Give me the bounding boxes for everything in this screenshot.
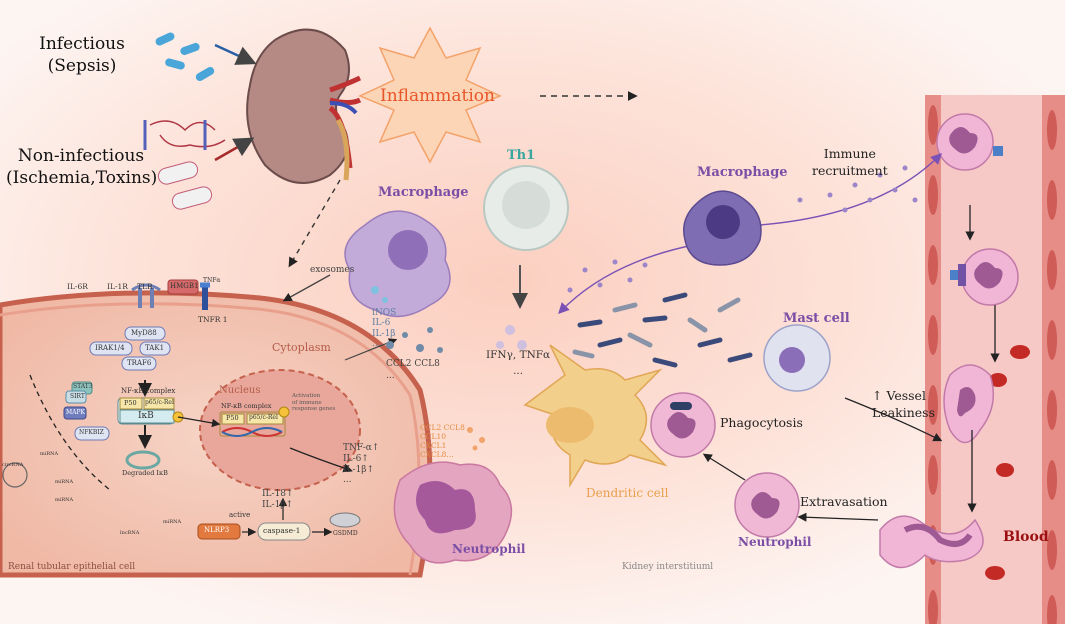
bacteria-rods — [572, 292, 753, 368]
neutrophil-right-label: Neutrophil — [738, 535, 812, 549]
epithelial-cell-label: Renal tubular epithelial cell — [8, 562, 136, 572]
phagocytosis-label: Phagocytosis — [720, 415, 803, 430]
p65-label: p65/c-Rel — [145, 399, 174, 406]
nlrp3-label: NLRP3 — [204, 526, 230, 534]
mirna-c-label: miRNA — [55, 479, 74, 485]
nuc-nfkb-complex-label: NF-κB complex — [221, 402, 272, 410]
receptor-il1r-label: IL-1R — [107, 282, 128, 291]
mapk-label: MAPK — [66, 409, 85, 416]
th1-label: Th1 — [507, 148, 536, 163]
immune-recruitment-label: Immune recruitment — [812, 146, 888, 178]
dendritic-cell-label: Dendritic cell — [586, 486, 669, 500]
tnfr1-label: TNFR 1 — [198, 315, 228, 324]
nlrp3-box — [197, 523, 241, 540]
caspase-box — [257, 522, 311, 541]
mirna-label: miRNA — [163, 519, 182, 525]
myd88-box — [124, 326, 166, 341]
stat3-label: STAT3 — [73, 383, 93, 390]
nuc-p50-label: P50 — [226, 414, 239, 422]
vessel-network-icon — [143, 120, 226, 150]
bacteria-icon — [155, 32, 215, 81]
gsdmd-label: GSDMD — [333, 530, 358, 537]
nfkbiz-box — [74, 426, 110, 441]
traf6-label: TRAF6 — [127, 359, 152, 367]
active-label: active — [229, 511, 251, 519]
ccl-label: CCL2 CCL8 ... — [386, 359, 440, 381]
mirna-d-label: miRNA — [55, 497, 74, 503]
receptor-tlr — [131, 283, 161, 308]
nuc-p65-label: p65/c-Rel — [249, 414, 278, 421]
cytokine-dots — [371, 165, 918, 451]
hmgb1-label: HMGB1 — [170, 282, 199, 290]
hmgb1-box — [167, 279, 199, 295]
tak1-label: TAK1 — [145, 344, 165, 352]
nucleus-label: Nucleus — [219, 385, 261, 396]
p50-label: P50 — [124, 399, 137, 407]
kidney — [246, 28, 362, 184]
extravasation-label: Extravasation — [800, 494, 888, 509]
blood-label: Blood — [1003, 529, 1049, 545]
macrophage-secretion: iNOS IL-6 IL-1β ... — [372, 308, 397, 350]
sirt-box — [65, 390, 87, 404]
irak-box — [89, 341, 133, 356]
infectious-label: Infectious (Sepsis) — [39, 34, 125, 76]
inflammation-burst — [358, 26, 502, 164]
blood-vessel — [879, 95, 1065, 624]
traf6-box — [121, 356, 157, 371]
receptor-tnfr1 — [200, 282, 210, 310]
tak1-box — [139, 341, 171, 356]
pills-icon — [157, 161, 213, 210]
cytoplasm-label: Cytoplasm — [272, 341, 331, 354]
dendritic-chemokines: CCL2 CCL8 CCL10 CXCL1 CXCL8... — [420, 423, 465, 459]
mirna-b-label: miRNA — [40, 451, 59, 457]
nfkbiz-label: NFKBIZ — [79, 429, 104, 436]
macrophage-left-label: Macrophage — [378, 185, 469, 200]
ikb-label: IκB — [138, 411, 154, 421]
activation-label: Activation of immune response genes — [292, 393, 336, 413]
receptor-tlr-label: TLR — [137, 282, 153, 291]
noninfectious-label: Non-infectious (Ischemia,Toxins) — [6, 146, 158, 188]
exosomes-label: exosomes — [310, 265, 355, 275]
macrophage-right-label: Macrophage — [697, 165, 788, 180]
gsdmd-icon — [329, 512, 361, 528]
degraded-ikb-label: Degraded IκB — [122, 469, 168, 477]
inflammation-label: Inflammation — [380, 86, 495, 106]
receptor-il6r-label: IL-6R — [67, 282, 88, 291]
interstitium-label: Kidney interstitiuml — [622, 562, 714, 572]
circrna-label: circRNA — [2, 462, 24, 468]
irak-label: IRAK1/4 — [95, 344, 125, 352]
mapk-box — [63, 406, 87, 420]
myd88-label: MyD88 — [131, 329, 157, 337]
vessel-leakiness-label: ↑ Vessel Leakiness — [872, 388, 936, 420]
degraded-ikb-icon — [125, 450, 161, 470]
caspase-label: caspase-1 — [263, 526, 301, 535]
dendritic-cell — [523, 344, 668, 488]
mast-cell-label: Mast cell — [783, 311, 850, 326]
nfkb-complex-label: NF-κB complex — [121, 387, 176, 395]
th1-secretion: IFNγ, TNFα ... — [486, 349, 551, 377]
sirt-label: SIRT — [70, 393, 85, 400]
il18-label: IL-18↑ IL-1β↑ — [262, 489, 294, 510]
tnf-list: TNF-α↑ IL-6↑ IL-1β↑ ... — [343, 443, 380, 486]
tnfa-label: TNFα — [203, 277, 221, 284]
lncrna-label: lncRNA — [120, 530, 140, 536]
neutrophil-left-label: Neutrophil — [452, 542, 526, 556]
